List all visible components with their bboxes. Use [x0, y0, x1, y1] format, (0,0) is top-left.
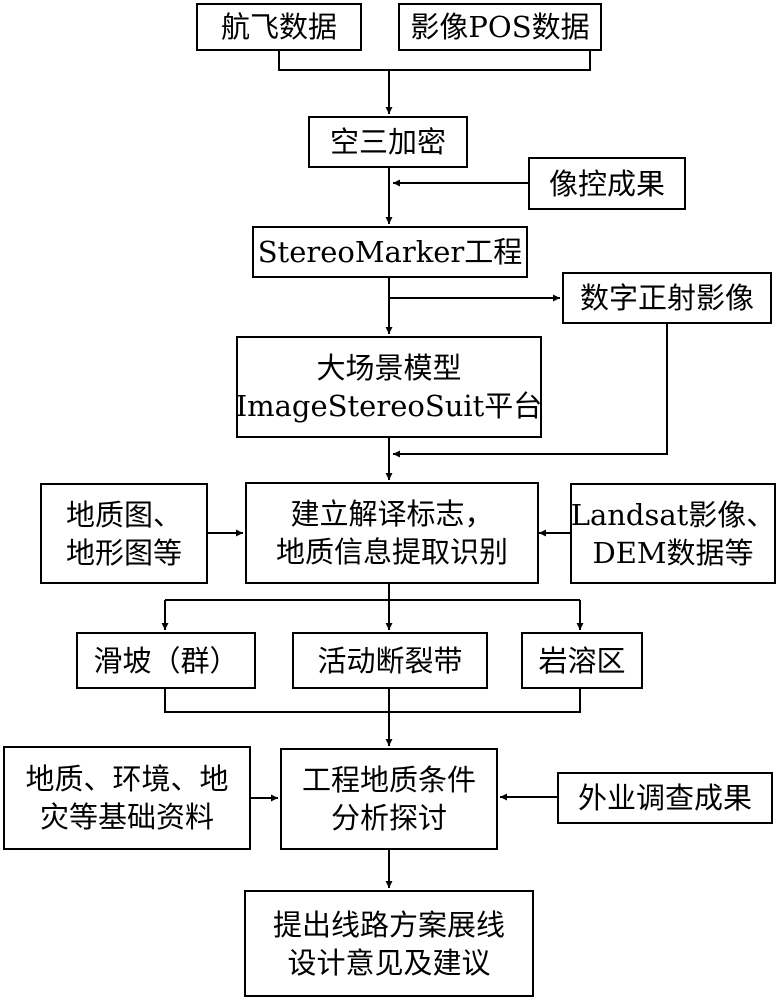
node-basic-data: 地质、环境、地 灾等基础资料	[3, 746, 251, 850]
node-karst: 岩溶区	[521, 632, 643, 689]
node-geo-maps: 地质图、 地形图等	[40, 483, 208, 584]
node-landslide: 滑坡（群）	[76, 632, 256, 689]
node-interpretation: 建立解译标志， 地质信息提取识别	[245, 482, 539, 584]
connector-merge	[164, 688, 581, 713]
node-image-pos: 影像POS数据	[398, 3, 602, 51]
node-flight-data: 航飞数据	[196, 3, 362, 51]
node-control-results: 像控成果	[528, 157, 686, 210]
connector-flight-data	[278, 50, 591, 71]
node-analysis: 工程地质条件 分析探讨	[280, 748, 498, 850]
connector-orthophoto-return	[393, 322, 668, 458]
node-proposal: 提出线路方案展线 设计意见及建议	[244, 890, 534, 997]
node-platform: 大场景模型 ImageStereoSuit平台	[236, 336, 542, 438]
node-field-survey: 外业调查成果	[557, 772, 773, 824]
connector-branch	[165, 584, 580, 601]
node-aerotriangulation: 空三加密	[308, 116, 468, 168]
node-orthophoto: 数字正射影像	[562, 272, 772, 324]
node-stereomarker: StereoMarker工程	[252, 226, 528, 278]
node-fault-zone: 活动断裂带	[292, 632, 488, 689]
node-landsat: Landsat影像、 DEM数据等	[570, 483, 776, 584]
